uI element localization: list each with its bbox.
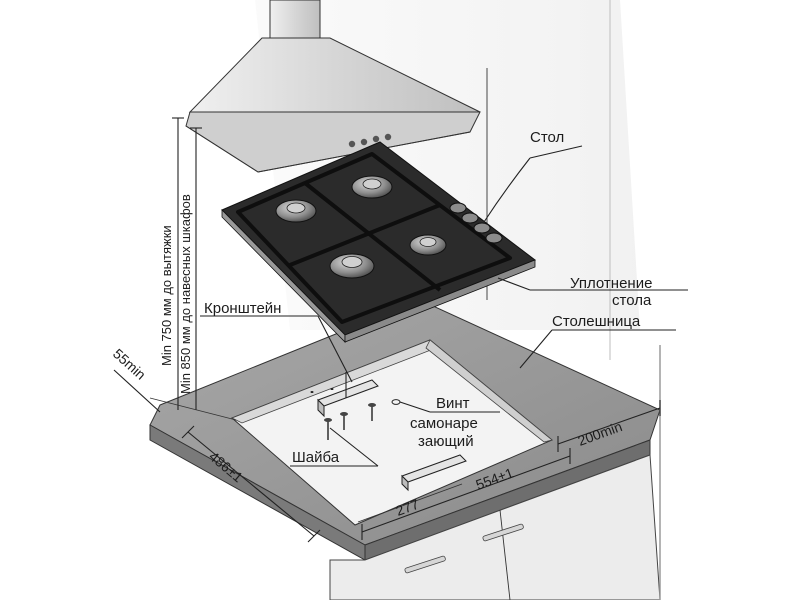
half-width-label: 277 bbox=[394, 496, 422, 519]
screw-icon bbox=[324, 403, 376, 440]
gas-hob bbox=[221, 141, 537, 343]
burner-back-right bbox=[351, 175, 393, 199]
hood-button-3 bbox=[372, 135, 380, 143]
callout-leaders bbox=[200, 145, 688, 467]
burner-front-right bbox=[409, 234, 447, 256]
burner-front-left bbox=[329, 253, 375, 279]
bracket-top bbox=[317, 372, 379, 418]
worktop-cutout bbox=[231, 339, 553, 526]
cooker-hood bbox=[185, 0, 481, 173]
burner-back-left bbox=[275, 199, 317, 223]
label-kronshtein: Кронштейн bbox=[204, 300, 281, 317]
label-stol: Стол bbox=[530, 129, 564, 146]
cabinet-handle-left bbox=[404, 555, 446, 574]
cabinet-handle-right bbox=[482, 523, 524, 542]
label-vint-line1: Винт bbox=[436, 395, 470, 412]
bracket-bottom bbox=[401, 454, 467, 492]
height-dimensions: Min 750 мм до вытяжки Min 850 мм до наве… bbox=[159, 117, 202, 410]
label-uplotnenie-line2: стола bbox=[612, 292, 652, 309]
control-knobs bbox=[449, 202, 503, 244]
label-vint-line3: зающий bbox=[418, 433, 474, 450]
hood-button-2 bbox=[360, 138, 368, 146]
hood-button-1 bbox=[348, 140, 356, 148]
cabinet-min-label: Min 850 мм до навесных шкафов bbox=[178, 194, 193, 394]
label-shaiba: Шайба bbox=[292, 449, 340, 466]
label-uplotnenie-line1: Уплотнение bbox=[570, 275, 652, 292]
hood-min-label: Min 750 мм до вытяжки bbox=[159, 225, 174, 366]
label-stoleshnitsa: Столешница bbox=[552, 313, 641, 330]
half-width-dimension: 277 bbox=[357, 483, 463, 523]
label-vint-line2: самонаре bbox=[410, 415, 478, 432]
hood-button-4 bbox=[384, 133, 392, 141]
